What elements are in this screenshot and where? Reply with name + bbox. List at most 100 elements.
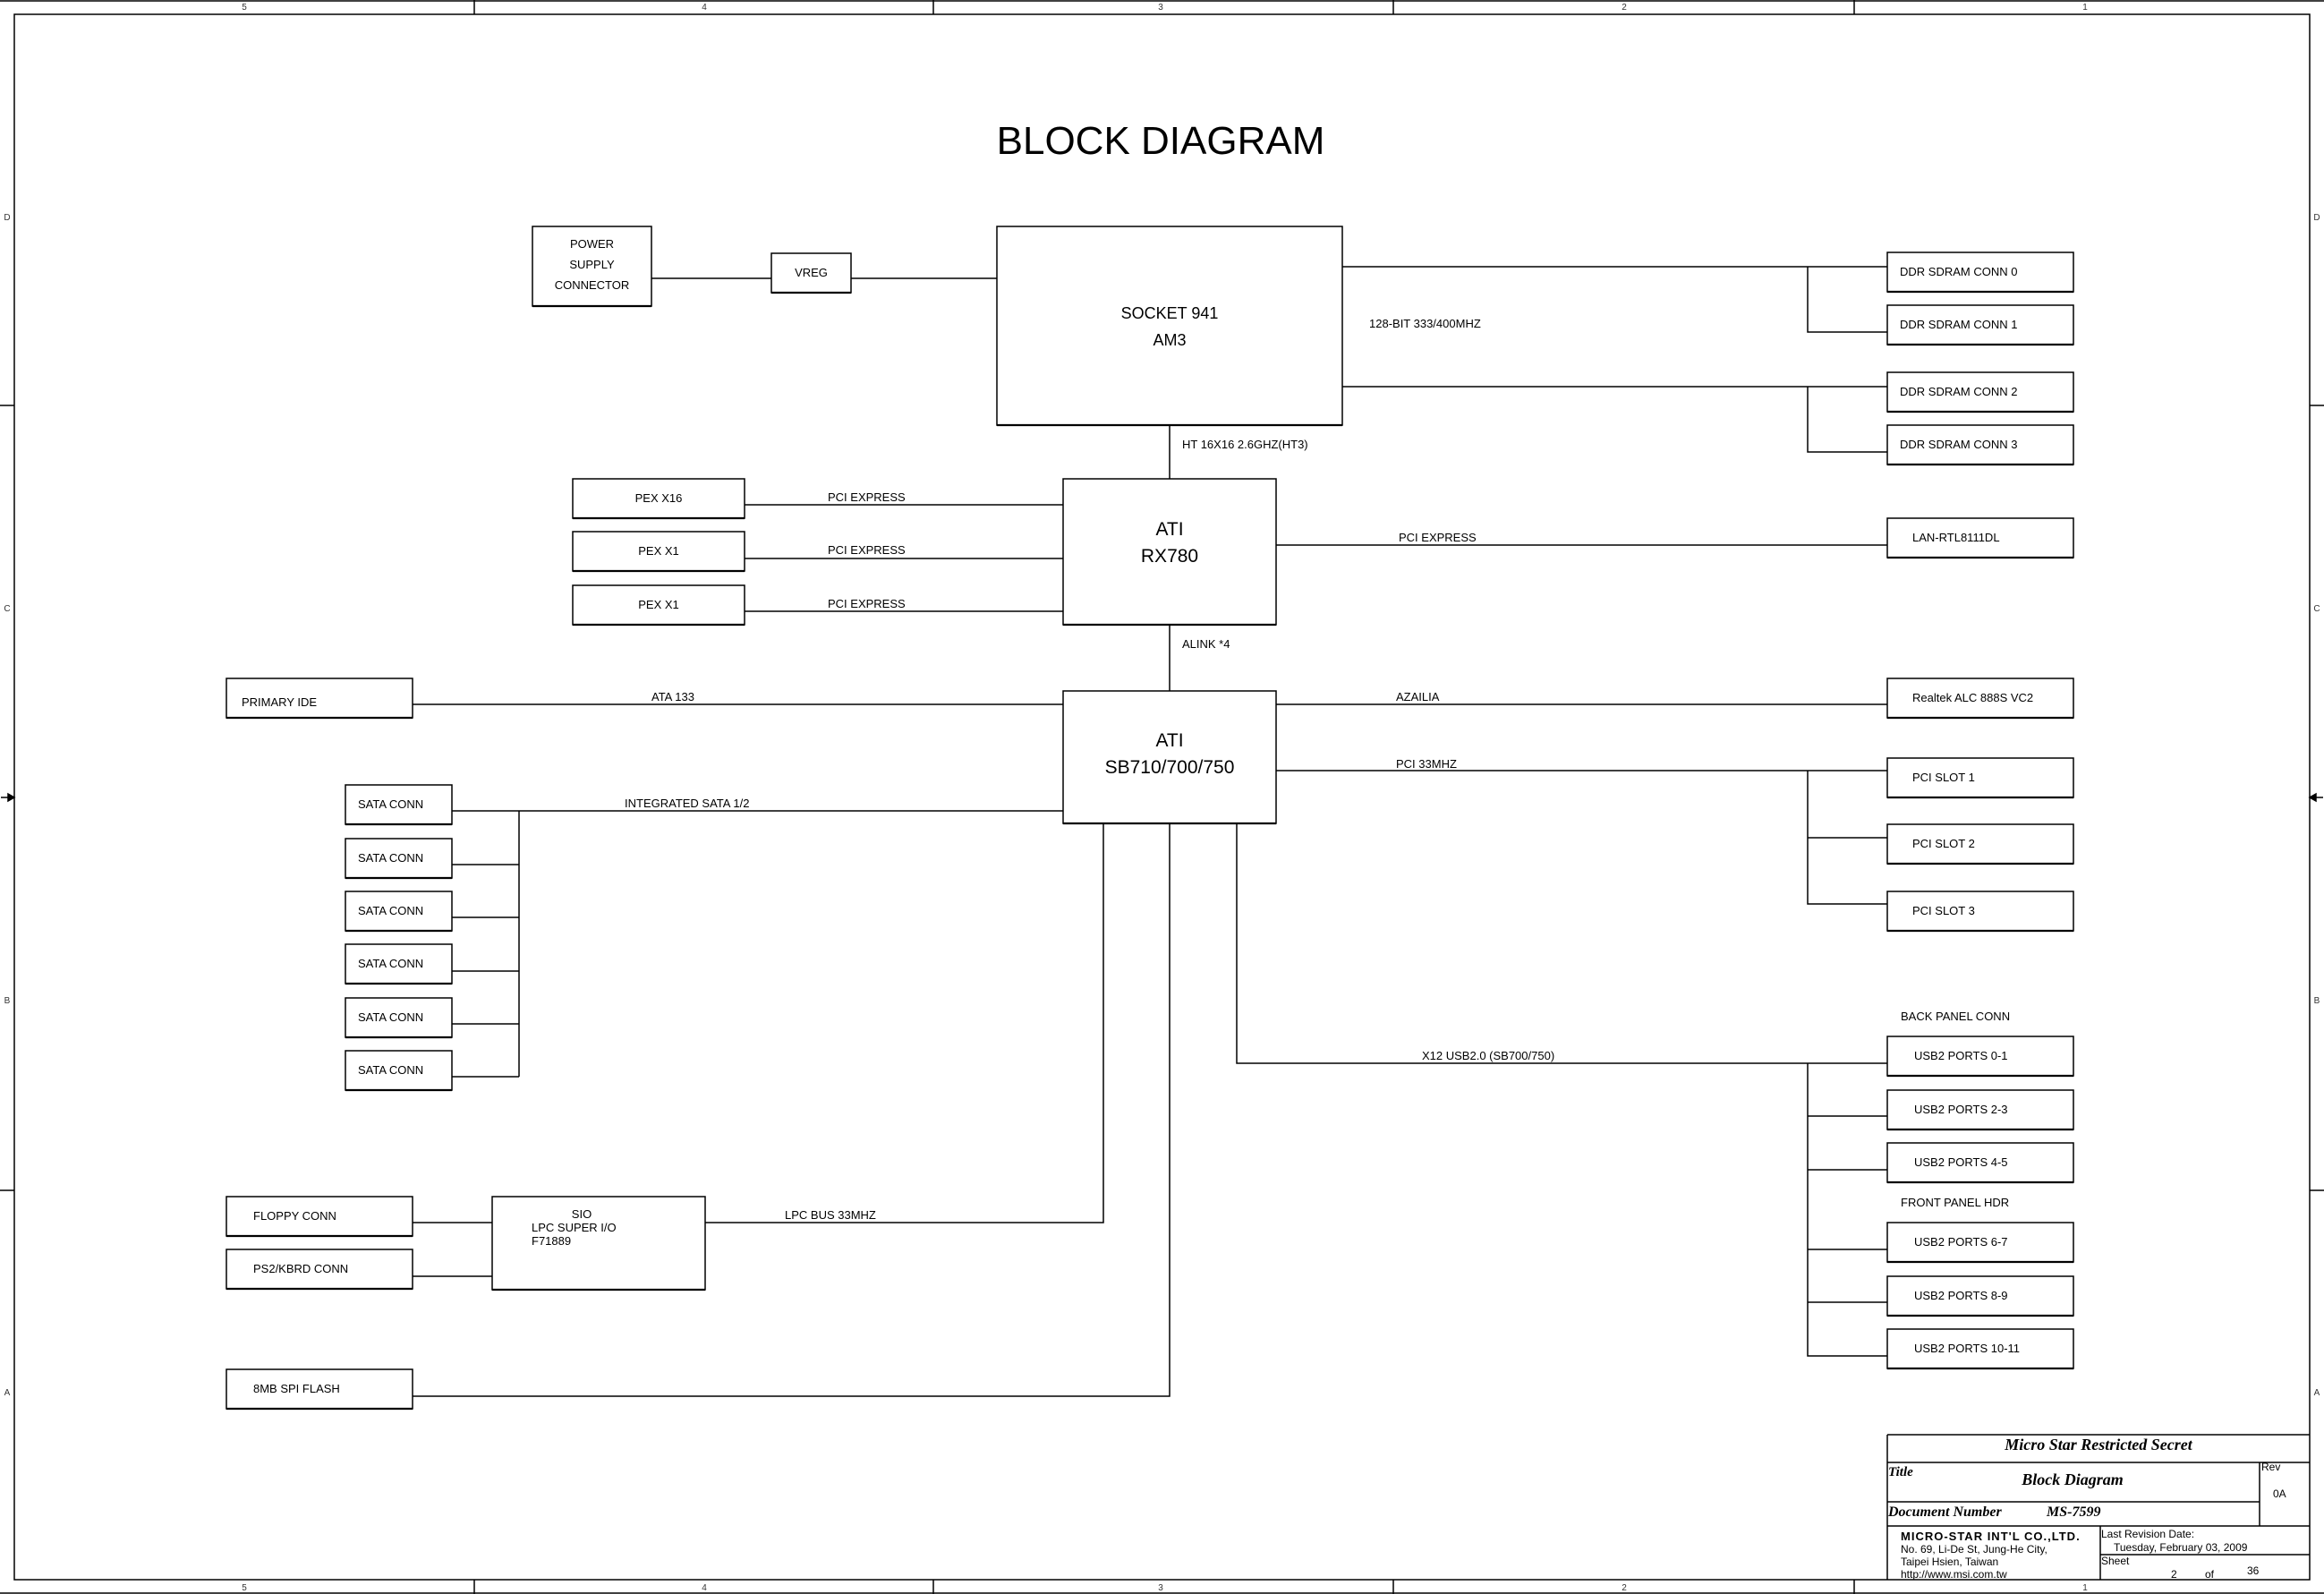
frame-row-label-left: D	[4, 213, 10, 223]
pcie-x1-label: PCI EXPRESS	[828, 543, 906, 557]
block-label: LAN-RTL8111DL	[1912, 531, 2000, 544]
block-label: DDR SDRAM CONN 2	[1900, 385, 2017, 398]
block-label: SB710/700/750	[1105, 757, 1235, 778]
frame-column-label-bottom: 4	[702, 1583, 707, 1593]
block-label: SOCKET 941	[1121, 304, 1219, 322]
memory-bus-label: 128-BIT 333/400MHZ	[1369, 317, 1481, 330]
sata-conn-block: SATA CONN	[345, 838, 453, 880]
pcie-x16-label: PCI EXPRESS	[828, 490, 906, 504]
ps2-kbrd-conn-block: PS2/KBRD CONN	[226, 1249, 413, 1291]
block-label: SATA CONN	[358, 904, 423, 917]
bus-wire	[413, 823, 1171, 1397]
block-label: DDR SDRAM CONN 3	[1900, 438, 2017, 451]
usb2-ports-block: USB2 PORTS 8-9	[1886, 1275, 2074, 1317]
block-label: CONNECTOR	[555, 278, 630, 292]
frame-column-label-top: 4	[702, 3, 707, 13]
frame-column-label-top: 3	[1158, 3, 1163, 13]
ata133-label: ATA 133	[651, 690, 694, 703]
frame-row-label-left: B	[4, 996, 11, 1006]
bus-wire	[1807, 771, 1887, 905]
block-label: SATA CONN	[358, 797, 423, 811]
bus-wire	[1807, 387, 1887, 453]
frame-row-label-right: D	[2313, 213, 2320, 223]
block-label: USB2 PORTS 0-1	[1914, 1049, 2008, 1062]
pci-slot-3-block: PCI SLOT 3	[1886, 891, 2074, 933]
block-label: Realtek ALC 888S VC2	[1912, 691, 2033, 704]
block-label: SATA CONN	[358, 851, 423, 865]
front-panel-hdr-label: FRONT PANEL HDR	[1901, 1196, 2009, 1209]
sheet-number: 2	[2171, 1568, 2177, 1581]
usb2-ports-block: USB2 PORTS 2-3	[1886, 1089, 2074, 1131]
ddr-sdram-conn-1-block: DDR SDRAM CONN 1	[1886, 304, 2074, 346]
bus-wire	[705, 823, 1104, 1223]
rev-value: 0A	[2273, 1487, 2286, 1500]
block-label: USB2 PORTS 6-7	[1914, 1235, 2008, 1249]
frame-row-label-left: A	[4, 1388, 11, 1398]
block-label: PEX X16	[635, 491, 683, 505]
usb2-ports-block: USB2 PORTS 10-11	[1886, 1328, 2074, 1370]
block-label: SATA CONN	[358, 1063, 423, 1077]
frame-column-label-bottom: 5	[242, 1583, 247, 1593]
frame-row-label-right: A	[2314, 1388, 2320, 1398]
block-label: PEX X1	[638, 544, 679, 558]
usb2-ports-block: USB2 PORTS 0-1	[1886, 1036, 2074, 1078]
vreg-block: VREG	[770, 252, 852, 294]
integrated-sata-label: INTEGRATED SATA 1/2	[625, 797, 749, 810]
ht-link-label: HT 16X16 2.6GHZ(HT3)	[1182, 438, 1308, 451]
frame-row-label-right: C	[2313, 604, 2320, 614]
block-label: ATI	[1155, 730, 1183, 751]
sheet-total: 36	[2247, 1564, 2260, 1577]
sata-conn-block: SATA CONN	[345, 1050, 453, 1092]
diagram-title: BLOCK DIAGRAM	[997, 119, 1325, 163]
floppy-conn-block: FLOPPY CONN	[226, 1196, 413, 1238]
title-field-label: Title	[1888, 1465, 1913, 1479]
frame-column-label-top: 5	[242, 3, 247, 13]
frame-column-label-bottom: 1	[2082, 1583, 2088, 1593]
block-label: VREG	[795, 266, 828, 279]
revision-date-label: Last Revision Date:	[2101, 1528, 2194, 1540]
classification-label: Micro Star Restricted Secret	[2004, 1436, 2192, 1453]
frame-column-label-top: 2	[1622, 3, 1627, 13]
block-label: F71889	[532, 1234, 571, 1248]
block-label: 8MB SPI FLASH	[253, 1382, 340, 1395]
block-label: SATA CONN	[358, 957, 423, 970]
sata-conn-block: SATA CONN	[345, 943, 453, 985]
alink-label: ALINK *4	[1182, 637, 1230, 651]
block-label: SATA CONN	[358, 1010, 423, 1024]
block-label: RX780	[1141, 546, 1198, 567]
pci-slot-1-block: PCI SLOT 1	[1886, 757, 2074, 799]
azalia-label: AZAILIA	[1396, 690, 1440, 703]
pex-x1-block: PEX X1	[572, 584, 745, 627]
block-label: DDR SDRAM CONN 1	[1900, 318, 2017, 331]
block-label: PCI SLOT 1	[1912, 771, 1975, 784]
pcie-lan-label: PCI EXPRESS	[1399, 531, 1477, 544]
block-label: DDR SDRAM CONN 0	[1900, 265, 2017, 278]
pex-x16-block: PEX X16	[572, 478, 745, 520]
company-url: http://www.msi.com.tw	[1901, 1568, 2007, 1581]
ddr-sdram-conn-0-block: DDR SDRAM CONN 0	[1886, 251, 2074, 294]
sheet-label: Sheet	[2101, 1555, 2130, 1567]
southbridge-sb710-block: ATI SB710/700/750	[1062, 690, 1277, 825]
frame-column-label-bottom: 3	[1158, 1583, 1163, 1593]
usb2-ports-block: USB2 PORTS 6-7	[1886, 1222, 2074, 1264]
block-label: FLOPPY CONN	[253, 1209, 336, 1223]
block-label: PEX X1	[638, 598, 679, 611]
usb2-ports-block: USB2 PORTS 4-5	[1886, 1142, 2074, 1184]
bus-wire	[1807, 267, 1887, 333]
document-number-label: Document Number	[1887, 1504, 2002, 1520]
sata-conn-block: SATA CONN	[345, 784, 453, 826]
pci-slot-2-block: PCI SLOT 2	[1886, 823, 2074, 865]
lpc-bus-label: LPC BUS 33MHZ	[785, 1208, 876, 1222]
block-label: PCI SLOT 3	[1912, 904, 1975, 917]
block-label: USB2 PORTS 2-3	[1914, 1103, 2008, 1116]
block-label: SIO	[572, 1207, 592, 1221]
block-label: USB2 PORTS 10-11	[1914, 1342, 2020, 1355]
frame-column-label-top: 1	[2082, 3, 2088, 13]
revision-date-value: Tuesday, February 03, 2009	[2114, 1541, 2248, 1554]
sheet-of-label: of	[2205, 1568, 2215, 1581]
